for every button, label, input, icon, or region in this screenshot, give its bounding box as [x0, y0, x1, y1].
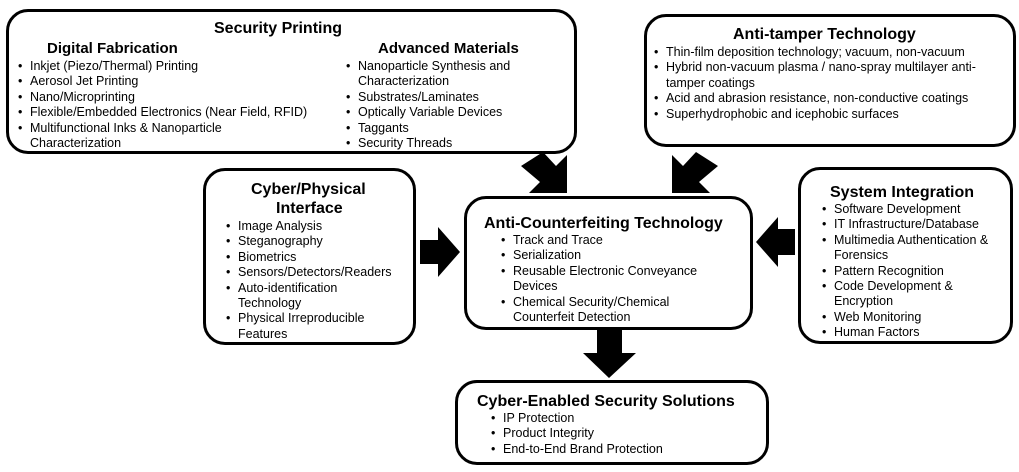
advanced-materials-list: Nanoparticle Synthesis and Characterizat… [345, 59, 545, 152]
list-item: End-to-End Brand Protection [490, 442, 750, 458]
cyber-physical-box: Cyber/Physical Interface Image Analysis … [203, 168, 416, 345]
list-item: Substrates/Laminates [345, 90, 545, 106]
arrow-cyber-physical-to-center [420, 227, 460, 277]
list-item: Multimedia Authentication & Forensics [821, 233, 999, 264]
list-item: Steganography [225, 234, 410, 250]
list-item: Flexible/Embedded Electronics (Near Fiel… [17, 105, 329, 121]
cyber-physical-list: Image Analysis Steganography Biometrics … [225, 219, 410, 342]
digital-fabrication-list: Inkjet (Piezo/Thermal) Printing Aerosol … [17, 59, 329, 151]
digital-fabrication-title: Digital Fabrication [47, 40, 178, 57]
list-item: Multifunctional Inks & Nanoparticle Char… [17, 121, 262, 152]
list-item: Security Threads [345, 136, 545, 152]
list-item: Biometrics [225, 250, 410, 266]
anti-tamper-list: Thin-film deposition technology; vacuum,… [653, 45, 1003, 122]
security-printing-box: Security Printing Digital Fabrication In… [6, 9, 577, 154]
list-item: Product Integrity [490, 426, 750, 442]
list-item: Serialization [500, 248, 740, 264]
list-item: Image Analysis [225, 219, 410, 235]
list-item: Chemical Security/Chemical Counterfeit D… [500, 295, 703, 326]
arrow-center-to-cyber-enabled [583, 330, 636, 378]
list-item: Web Monitoring [821, 310, 1011, 326]
arrow-system-integration-to-center [756, 217, 795, 267]
list-item: Auto-identification Technology [225, 281, 363, 312]
list-item: Acid and abrasion resistance, non-conduc… [653, 91, 1003, 107]
list-item: Pattern Recognition [821, 264, 1011, 280]
list-item: Superhydrophobic and icephobic surfaces [653, 107, 1003, 123]
list-item: Physical Irreproducible Features [225, 311, 383, 342]
cyber-enabled-box: Cyber-Enabled Security Solutions IP Prot… [455, 380, 769, 465]
list-item: Optically Variable Devices [345, 105, 545, 121]
list-item: Reusable Electronic Conveyance Devices [500, 264, 723, 295]
advanced-materials-title: Advanced Materials [378, 40, 519, 57]
anti-tamper-title: Anti-tamper Technology [733, 26, 916, 43]
system-integration-box: System Integration Software Development … [798, 167, 1013, 344]
anti-counterfeiting-list: Track and Trace Serialization Reusable E… [500, 233, 740, 325]
list-item: Human Factors [821, 325, 1011, 341]
security-printing-title: Security Printing [214, 20, 343, 37]
list-item: IP Protection [490, 411, 750, 427]
list-item: Software Development [821, 202, 1011, 218]
arrow-anti-tamper-to-center [672, 152, 718, 193]
list-item: Inkjet (Piezo/Thermal) Printing [17, 59, 329, 75]
list-item: IT Infrastructure/Database [821, 217, 1011, 233]
list-item: Code Development & Encryption [821, 279, 984, 310]
list-item: Nano/Microprinting [17, 90, 329, 106]
list-item: Aerosol Jet Printing [17, 74, 329, 90]
anti-counterfeiting-title: Anti-Counterfeiting Technology [484, 215, 723, 232]
list-item: Hybrid non-vacuum plasma / nano-spray mu… [653, 60, 996, 91]
cyber-enabled-list: IP Protection Product Integrity End-to-E… [490, 411, 750, 458]
list-item: Taggants [345, 121, 545, 137]
cyber-enabled-title: Cyber-Enabled Security Solutions [477, 393, 735, 410]
list-item: Nanoparticle Synthesis and Characterizat… [345, 59, 528, 90]
list-item: Thin-film deposition technology; vacuum,… [653, 45, 1003, 61]
arrow-security-printing-to-center [521, 152, 567, 193]
cyber-physical-title-line1: Cyber/Physical [251, 181, 366, 198]
list-item: Track and Trace [500, 233, 740, 249]
system-integration-list: Software Development IT Infrastructure/D… [821, 202, 1011, 341]
system-integration-title: System Integration [830, 184, 975, 201]
list-item: Sensors/Detectors/Readers [225, 265, 410, 281]
cyber-physical-title-line2: Interface [276, 200, 343, 217]
anti-tamper-box: Anti-tamper Technology Thin-film deposit… [644, 14, 1016, 147]
anti-counterfeiting-box: Anti-Counterfeiting Technology Track and… [464, 196, 753, 330]
